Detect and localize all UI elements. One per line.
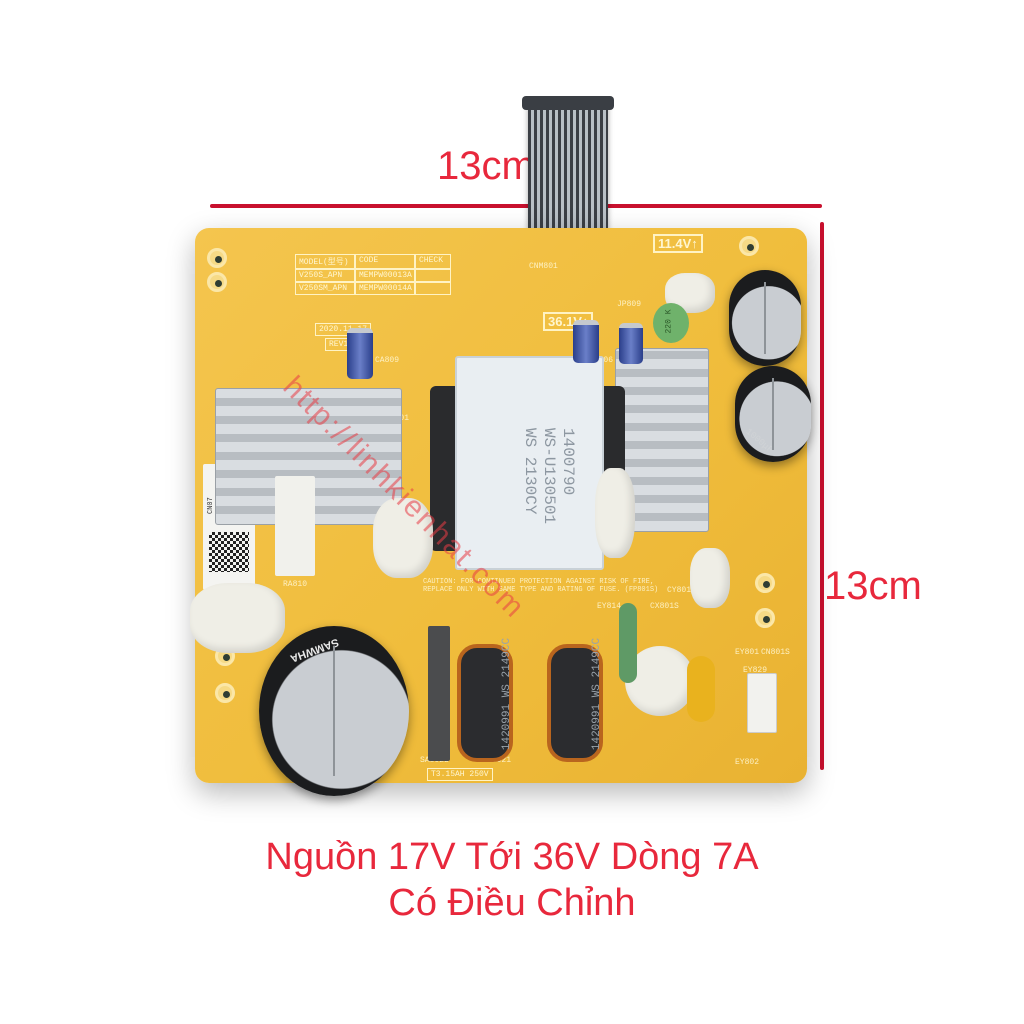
transformer: 1400790 WS-U130501 WS 2130CY — [455, 356, 604, 570]
ref-label: CN801S — [761, 648, 790, 657]
height-dimension-label: 13cm — [824, 564, 922, 608]
mounting-hole — [755, 573, 775, 593]
output-capacitor: 1000μF — [735, 366, 811, 462]
pcb-board: MODEL(型号) CODE CHECK V250S_APN MEMPW0001… — [190, 228, 811, 796]
transformer-line: 1400790 — [559, 428, 577, 496]
mounting-hole — [755, 608, 775, 628]
silicone-glue — [373, 498, 433, 578]
ref-label: EY801 — [735, 648, 760, 657]
fuse-rating-label: T3.15AH 250V — [427, 768, 493, 781]
transformer-line: WS-U130501 — [539, 428, 558, 525]
ref-label: CX801S — [650, 602, 679, 611]
model-cell: V250S_APN — [295, 269, 355, 282]
green-varistor: 220 K — [653, 303, 689, 343]
capacitor-brand: SAMWHA — [288, 635, 341, 665]
silicone-glue — [690, 548, 730, 608]
model-table: MODEL(型号) CODE CHECK V250S_APN MEMPW0001… — [295, 254, 451, 295]
output-header — [275, 476, 315, 576]
height-dimension-line — [820, 222, 824, 770]
output-capacitor — [729, 270, 801, 366]
small-capacitor — [619, 323, 643, 364]
bridge-rectifier — [428, 626, 450, 761]
ref-label: EY814 — [597, 602, 622, 611]
code-header: CODE — [355, 254, 415, 269]
ref-label: CNM801 — [529, 262, 558, 271]
mounting-hole — [739, 236, 759, 256]
voltage-tag-11v: 11.4V↑ — [653, 234, 703, 253]
mounting-hole — [207, 272, 227, 292]
y-capacitor — [687, 656, 715, 722]
x-capacitor — [619, 603, 637, 683]
varistor-label: 220 K — [664, 309, 674, 334]
input-capacitor: SAMWHA — [259, 626, 409, 796]
ref-label: RA810 — [283, 580, 308, 589]
choke-right: 1420991 WS 2149CC — [547, 638, 603, 762]
caption-line-1: Nguồn 17V Tới 36V Dòng 7A — [265, 836, 759, 878]
silicone-glue — [190, 583, 285, 653]
qr-code — [209, 532, 249, 572]
ref-label: CY801S — [667, 586, 696, 595]
small-capacitor — [347, 328, 373, 379]
mounting-hole — [207, 248, 227, 268]
check-cell — [415, 269, 451, 282]
fuse-caution-text: CAUTION: FOR CONTINUED PROTECTION AGAINS… — [423, 578, 659, 595]
small-capacitor — [573, 320, 599, 363]
transformer-line: WS 2130CY — [520, 428, 539, 515]
mounting-hole — [215, 683, 235, 703]
width-dimension-line — [210, 204, 822, 208]
width-dimension-label: 13cm — [437, 144, 535, 188]
ref-label: CA809 — [375, 356, 400, 365]
ac-input-connector — [747, 673, 777, 733]
ref-label: JP809 — [617, 300, 642, 309]
choke-left: 1420991 WS 2149CC — [457, 638, 513, 762]
silicone-glue — [595, 468, 635, 558]
ref-label: EY802 — [735, 758, 760, 767]
model-cell: V250SM_APN — [295, 282, 355, 295]
check-cell — [415, 282, 451, 295]
caption-line-2: Có Điều Chỉnh — [388, 882, 636, 924]
code-cell: MEMPW00013A — [355, 269, 415, 282]
ref-label: EY829 — [743, 666, 768, 675]
model-header: MODEL(型号) — [295, 254, 355, 269]
capacitor-rating: 1000μF — [743, 426, 775, 456]
transformer-label: 1400790 WS-U130501 WS 2130CY — [519, 428, 577, 524]
choke-label: 1420991 WS 2149CC — [591, 637, 604, 751]
check-header: CHECK — [415, 254, 451, 269]
choke-label: 1420991 WS 2149CC — [501, 637, 514, 751]
code-cell: MEMPW00014A — [355, 282, 415, 295]
